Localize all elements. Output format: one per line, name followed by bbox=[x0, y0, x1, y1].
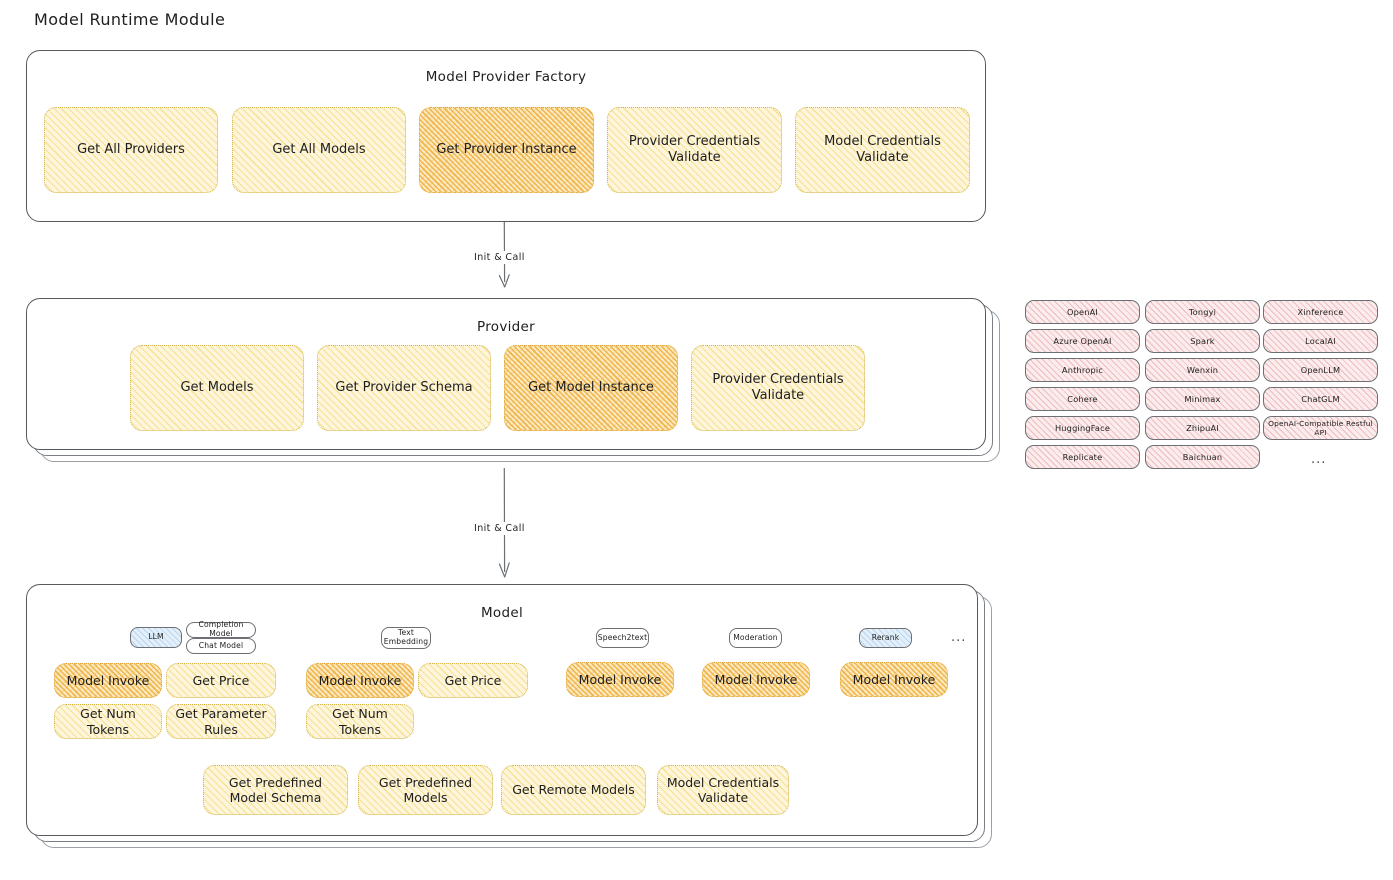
provider-chip-huggingface[interactable]: HuggingFace bbox=[1025, 416, 1140, 440]
speech2text-method-model-invoke[interactable]: Model Invoke bbox=[566, 662, 674, 697]
model-sub-badge-completion-model[interactable]: Completion Model bbox=[186, 620, 256, 638]
model-type-badge-text-embedding[interactable]: Text Embedding bbox=[381, 627, 431, 649]
model-shared-method-get-remote-models[interactable]: Get Remote Models bbox=[501, 765, 646, 815]
provider-method-provider-credentials-validate[interactable]: Provider Credentials Validate bbox=[691, 345, 865, 431]
provider-list-more-ellipsis: ... bbox=[1311, 452, 1327, 467]
llm-method-model-invoke[interactable]: Model Invoke bbox=[54, 663, 162, 698]
model-shared-method-get-predefined-models[interactable]: Get Predefined Models bbox=[358, 765, 493, 815]
provider-chip-chatglm[interactable]: ChatGLM bbox=[1263, 387, 1378, 411]
llm-method-get-price[interactable]: Get Price bbox=[166, 663, 276, 698]
rerank-method-model-invoke[interactable]: Model Invoke bbox=[840, 662, 948, 697]
arrow-label-init-and-call-1: Init & Call bbox=[470, 251, 529, 264]
arrow-label-init-and-call-2: Init & Call bbox=[470, 522, 529, 535]
factory-method-provider-credentials-validate[interactable]: Provider Credentials Validate bbox=[607, 107, 782, 193]
llm-method-get-num-tokens[interactable]: Get Num Tokens bbox=[54, 704, 162, 739]
model-type-badge-rerank[interactable]: Rerank bbox=[859, 628, 912, 648]
provider-method-get-provider-schema[interactable]: Get Provider Schema bbox=[317, 345, 491, 431]
text-embedding-method-get-price[interactable]: Get Price bbox=[418, 663, 528, 698]
provider-method-get-model-instance[interactable]: Get Model Instance bbox=[504, 345, 678, 431]
provider-chip-openai[interactable]: OpenAI bbox=[1025, 300, 1140, 324]
page-title: Model Runtime Module bbox=[34, 10, 226, 29]
model-provider-factory-title: Model Provider Factory bbox=[425, 69, 587, 85]
provider-chip-openai-compatible-restful-api[interactable]: OpenAI-Compatible Restful API bbox=[1263, 416, 1378, 440]
factory-method-get-provider-instance[interactable]: Get Provider Instance bbox=[419, 107, 594, 193]
model-shared-method-model-credentials-validate[interactable]: Model Credentials Validate bbox=[657, 765, 789, 815]
provider-chip-xinference[interactable]: Xinference bbox=[1263, 300, 1378, 324]
moderation-method-model-invoke[interactable]: Model Invoke bbox=[702, 662, 810, 697]
text-embedding-method-get-num-tokens[interactable]: Get Num Tokens bbox=[306, 704, 414, 739]
provider-chip-baichuan[interactable]: Baichuan bbox=[1145, 445, 1260, 469]
provider-chip-openllm[interactable]: OpenLLM bbox=[1263, 358, 1378, 382]
model-types-more-ellipsis: ... bbox=[951, 630, 967, 645]
provider-chip-spark[interactable]: Spark bbox=[1145, 329, 1260, 353]
provider-chip-anthropic[interactable]: Anthropic bbox=[1025, 358, 1140, 382]
factory-method-model-credentials-validate[interactable]: Model Credentials Validate bbox=[795, 107, 970, 193]
factory-method-get-all-providers[interactable]: Get All Providers bbox=[44, 107, 218, 193]
model-shared-method-get-predefined-model-schema[interactable]: Get Predefined Model Schema bbox=[203, 765, 348, 815]
model-type-badge-moderation[interactable]: Moderation bbox=[729, 628, 782, 648]
provider-method-get-models[interactable]: Get Models bbox=[130, 345, 304, 431]
provider-title: Provider bbox=[477, 319, 535, 335]
llm-method-get-parameter-rules[interactable]: Get Parameter Rules bbox=[166, 704, 276, 739]
arrow-provider-to-model bbox=[498, 467, 510, 578]
provider-chip-replicate[interactable]: Replicate bbox=[1025, 445, 1140, 469]
provider-chip-zhipuai[interactable]: ZhipuAI bbox=[1145, 416, 1260, 440]
text-embedding-method-model-invoke[interactable]: Model Invoke bbox=[306, 663, 414, 698]
provider-chip-wenxin[interactable]: Wenxin bbox=[1145, 358, 1260, 382]
provider-chip-tongyi[interactable]: Tongyi bbox=[1145, 300, 1260, 324]
provider-chip-cohere[interactable]: Cohere bbox=[1025, 387, 1140, 411]
model-type-badge-speech2text[interactable]: Speech2text bbox=[596, 628, 649, 648]
provider-chip-azure-openai[interactable]: Azure OpenAI bbox=[1025, 329, 1140, 353]
provider-chip-minimax[interactable]: Minimax bbox=[1145, 387, 1260, 411]
model-title: Model bbox=[480, 605, 524, 621]
model-sub-badge-chat-model[interactable]: Chat Model bbox=[186, 638, 256, 654]
factory-method-get-all-models[interactable]: Get All Models bbox=[232, 107, 406, 193]
provider-chip-localai[interactable]: LocalAI bbox=[1263, 329, 1378, 353]
model-type-badge-llm[interactable]: LLM bbox=[130, 627, 182, 648]
